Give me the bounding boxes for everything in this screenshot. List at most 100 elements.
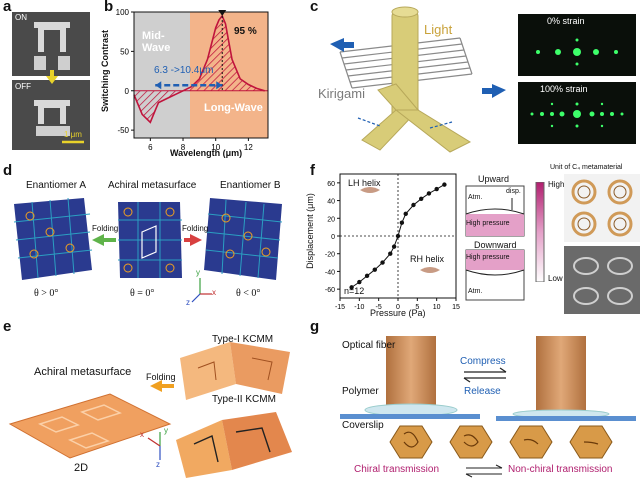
range-arrow-head-left — [155, 81, 162, 90]
f-x-tick-label: 15 — [452, 304, 460, 311]
f-x-tick-label: 0 — [396, 304, 400, 311]
data-point — [357, 279, 362, 285]
strain-100-label: 100% strain — [540, 84, 588, 94]
data-point — [364, 273, 370, 279]
f-y-tick-label: 40 — [327, 199, 335, 206]
y-tick-label: 50 — [120, 47, 129, 56]
coverslip-label: Coverslip — [342, 420, 384, 431]
type2-structure — [176, 412, 292, 478]
mid-wave-region — [134, 12, 190, 138]
atm-label-bottom: Atm. — [468, 288, 483, 295]
diffraction-patterns — [518, 14, 636, 144]
y-tick-label: 0 — [125, 87, 130, 96]
data-point — [399, 220, 405, 225]
enantiomer-a-sheet — [13, 197, 93, 280]
x-axis-label: Wavelength (μm) — [170, 148, 243, 158]
strain-0-label: 0% strain — [547, 16, 585, 26]
f-x-tick-label: -10 — [354, 304, 364, 311]
panel-label-e: e — [3, 318, 12, 335]
contrast-series-line — [133, 14, 265, 124]
folding-left-label: Folding — [92, 224, 119, 233]
f-y-tick-label: -60 — [325, 287, 335, 294]
disp-label: disp. — [506, 188, 521, 195]
panel-label-g: g — [310, 318, 320, 335]
data-point — [403, 211, 408, 217]
kirigami-label: Kirigami — [318, 86, 365, 101]
data-point — [434, 186, 439, 192]
off-label: OFF — [15, 82, 31, 91]
panel-label-c: c — [310, 0, 319, 15]
two-d-label: 2D — [74, 462, 89, 474]
data-point — [349, 285, 354, 290]
f-y-tick-label: -20 — [325, 252, 335, 259]
panel-label-a: a — [3, 0, 12, 15]
nonchiral-transmission-label: Non-chiral transmission — [508, 464, 613, 475]
upward-label: Upward — [478, 174, 510, 184]
f-x-axis-label: Pressure (Pa) — [370, 308, 426, 318]
long-wave-label: Long-Wave — [204, 102, 263, 114]
panel-d: d Enantiomer A Achiral metasurface Enant… — [0, 162, 300, 312]
theta-a-label: θ > 0° — [34, 288, 59, 299]
axis-x-e: x — [140, 430, 144, 439]
f-y-tick-label: 60 — [327, 181, 335, 188]
scale-bar-label: 1 μm — [64, 130, 82, 139]
type1-structure — [180, 342, 290, 400]
type1-label: Type-I KCMM — [212, 334, 274, 345]
range-label: 6.3 ->10.4μm — [154, 65, 214, 76]
y-axis-label: Switching Contrast — [100, 29, 111, 113]
axis-y-d: y — [196, 268, 200, 277]
f-y-tick-label: 0 — [331, 234, 335, 241]
equilibrium-arrows — [465, 464, 503, 478]
compress-label: Compress — [460, 356, 506, 367]
light-label: Light — [424, 22, 453, 37]
x-tick-label: 12 — [244, 143, 253, 152]
colorbar-high: High — [548, 180, 565, 189]
hexagon-structures — [389, 425, 613, 459]
panel-g: g Optical fiber Polymer Coverslip Compre… — [300, 318, 640, 479]
metasurface-illustration — [13, 197, 283, 280]
f-y-axis-label: Displacement (μm) — [304, 193, 315, 269]
axis-x-d: x — [212, 288, 216, 297]
pressure-schematic — [465, 185, 525, 301]
mid-wave-label: Mid- Wave — [142, 30, 171, 54]
f-x-tick-label: -15 — [335, 304, 345, 311]
lh-helix-label: LH helix — [348, 178, 381, 188]
data-point — [391, 244, 397, 249]
enantiomer-a-title: Enantiomer A — [26, 180, 87, 191]
f-x-tick-label: 5 — [415, 304, 419, 311]
atm-label-top: Atm. — [468, 194, 483, 201]
data-point — [419, 196, 424, 201]
panel-c: c Light Kirigami — [300, 0, 640, 160]
folding-right-label: Folding — [182, 224, 209, 233]
c4-metamaterial-images — [564, 174, 640, 314]
axis-z-d: z — [186, 298, 190, 307]
kcmm-illustration — [8, 342, 292, 478]
achiral-title: Achiral metasurface — [108, 180, 197, 191]
sem-images — [12, 12, 90, 150]
colorbar-low: Low — [548, 274, 563, 283]
data-point — [426, 191, 432, 196]
panel-a: a ON OFF 1 μm — [0, 0, 96, 150]
kirigami-fiber-illustration — [330, 6, 506, 153]
enantiomer-b-sheet — [204, 198, 283, 280]
high-pressure-label-bottom: High pressure — [466, 254, 510, 261]
f-y-tick-label: -40 — [325, 269, 335, 276]
rh-helix-label: RH helix — [410, 254, 445, 264]
x-tick-label: 6 — [148, 143, 153, 152]
release-label: Release — [464, 386, 501, 397]
data-point — [388, 251, 393, 256]
y-tick-label: -50 — [117, 126, 129, 135]
on-label: ON — [15, 13, 27, 22]
polymer-label: Polymer — [342, 386, 379, 397]
enantiomer-b-title: Enantiomer B — [220, 180, 281, 191]
high-pressure-label-top: High pressure — [466, 220, 510, 227]
panel-e: e Achiral metasurface Folding Type-I KCM — [0, 318, 300, 479]
f-x-tick-label: 10 — [433, 304, 441, 311]
x-tick-label: 8 — [181, 143, 186, 152]
data-point — [372, 267, 377, 272]
achiral-sheet — [118, 202, 182, 278]
colorbar — [535, 182, 545, 282]
data-point — [380, 260, 385, 265]
